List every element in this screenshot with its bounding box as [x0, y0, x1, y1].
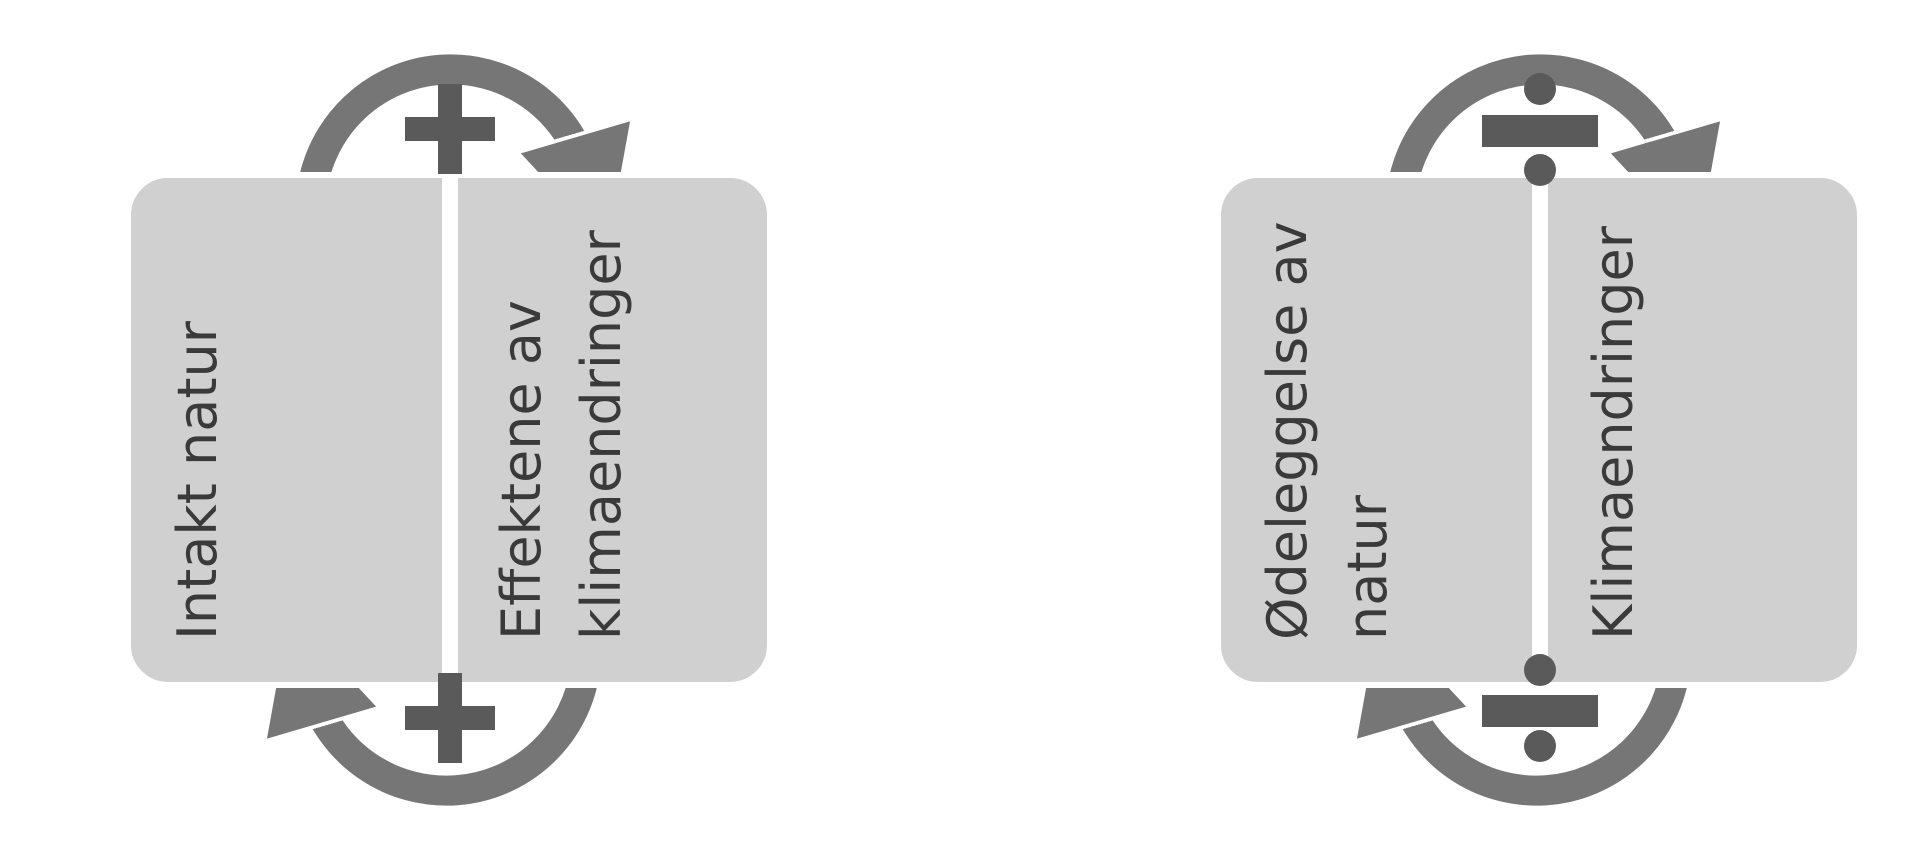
- top-loop-arrow: [297, 54, 585, 190]
- diagram-positive-feedback: Intakt natur Effektene av klimaendringer: [125, 49, 773, 811]
- label-climate-change: Klimaendringer: [1582, 225, 1645, 640]
- plus-icon: [405, 84, 495, 174]
- plus-icon: [405, 673, 495, 763]
- division-icon: [1482, 654, 1598, 762]
- bottom-loop-arrow: [1402, 670, 1690, 806]
- label-line: natur: [1336, 494, 1399, 640]
- label-nature-destruction: Ødeleggelse av natur: [1256, 204, 1399, 640]
- panel-divider: [442, 175, 458, 685]
- label-intact-nature: Intakt natur: [166, 320, 229, 640]
- label-line: Effektene av: [490, 300, 553, 640]
- diagram-negative-feedback: Ødeleggelse av natur Klimaendringer: [1215, 49, 1863, 811]
- bottom-loop-arrow: [312, 670, 600, 806]
- top-loop-arrow: [1387, 54, 1675, 190]
- label-line: Intakt natur: [166, 320, 229, 640]
- label-line: Klimaendringer: [1582, 225, 1645, 640]
- label-line: Ødeleggelse av: [1256, 221, 1319, 640]
- label-line: klimaendringer: [570, 229, 633, 640]
- label-climate-effects: Effektene av klimaendringer: [490, 229, 633, 640]
- panel-divider: [1532, 175, 1548, 685]
- division-icon: [1482, 73, 1598, 186]
